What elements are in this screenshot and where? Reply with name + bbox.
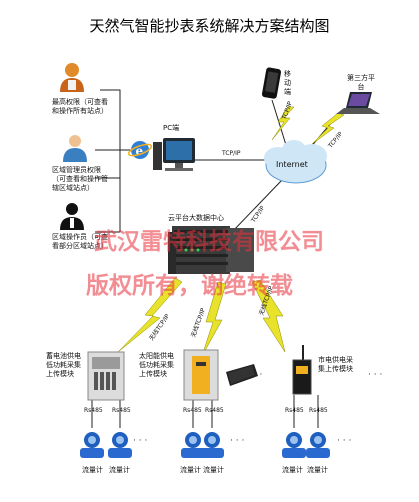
laptop-icon: [336, 92, 380, 114]
mobile-phone-icon: [261, 67, 282, 99]
rs485-label: Rs485: [112, 407, 131, 414]
internet-label: Internet: [276, 160, 308, 169]
mobile-label: 移动端: [284, 70, 291, 96]
battery-module-icon: [87, 351, 125, 401]
watermark-copyright: 版权所有，谢绝转载: [86, 273, 293, 299]
solar-panel-icon: [226, 364, 258, 386]
more-meters-ellipsis: · · ·: [337, 436, 352, 446]
pc-label: PC端: [163, 124, 180, 132]
more-meters-ellipsis: · · ·: [133, 436, 148, 446]
rs485-label: Rs485: [84, 407, 103, 414]
cloud-server-icon: [168, 226, 254, 274]
operator-person-icon: [60, 203, 84, 230]
watermark-company: 武汉雷特科技有限公司: [94, 229, 324, 255]
third-party-label: 第三方平台: [347, 74, 375, 91]
manager-role-label: 区域管理员权限（可查看和操作管辖区域站点）: [52, 166, 108, 192]
operator-role-label: 区域操作员（可查看部分区域站点）: [52, 233, 108, 250]
meter-label: 流量计: [180, 466, 201, 474]
flow-meter-icon: [108, 432, 132, 458]
mains-module-label: 市电供电采集上传模块: [318, 356, 353, 373]
flow-meter-icon: [181, 432, 205, 458]
connector-lines: [91, 89, 343, 428]
solar-module-label: 太阳能供电低功耗采集上传模块: [139, 352, 174, 378]
internet-cloud-icon: [264, 140, 327, 184]
more-modules-ellipsis: · · ·: [248, 370, 263, 380]
admin-person-icon: [60, 63, 84, 92]
flow-meter-icon: [80, 432, 104, 458]
manager-person-icon: [63, 135, 87, 162]
mains-module-icon: [292, 345, 312, 395]
flow-meter-icon: [200, 432, 224, 458]
rs485-label: Rs485: [309, 407, 328, 414]
bolt-right: [251, 279, 286, 353]
solar-module-icon: [183, 349, 219, 401]
bolt-left: [117, 277, 183, 353]
meter-label: 流量计: [82, 466, 103, 474]
more-modules-ellipsis: · · ·: [368, 370, 383, 380]
admin-role-label: 最高权限（可查看和操作所有站点）: [52, 98, 108, 115]
bolt-mobile: [271, 106, 295, 141]
diagram-title: 天然气智能抄表系统解决方案结构图: [89, 17, 330, 35]
rs485-label: Rs485: [285, 407, 304, 414]
meter-label: 流量计: [203, 466, 224, 474]
flow-meter-icon: [282, 432, 306, 458]
flow-meter-icon: [306, 432, 330, 458]
bolt-third: [311, 112, 345, 145]
bolt-middle: [201, 281, 227, 357]
meter-label: 流量计: [307, 466, 328, 474]
meter-label: 流量计: [109, 466, 130, 474]
svg-text:e: e: [136, 144, 144, 158]
pc-link-label: TCP/IP: [222, 150, 241, 157]
rs485-label: Rs485: [183, 407, 202, 414]
wireless-bolts: [117, 106, 345, 357]
battery-module-label: 蓄电池供电低功耗采集上传模块: [46, 352, 81, 378]
ie-browser-icon: e: [127, 141, 153, 159]
meter-label: 流量计: [282, 466, 303, 474]
flow-meters: [80, 432, 330, 458]
pc-icon: [153, 138, 195, 171]
more-meters-ellipsis: · · ·: [230, 436, 245, 446]
rs485-label: Rs485: [205, 407, 224, 414]
cloud-center-label: 云平台大数据中心: [168, 214, 224, 222]
